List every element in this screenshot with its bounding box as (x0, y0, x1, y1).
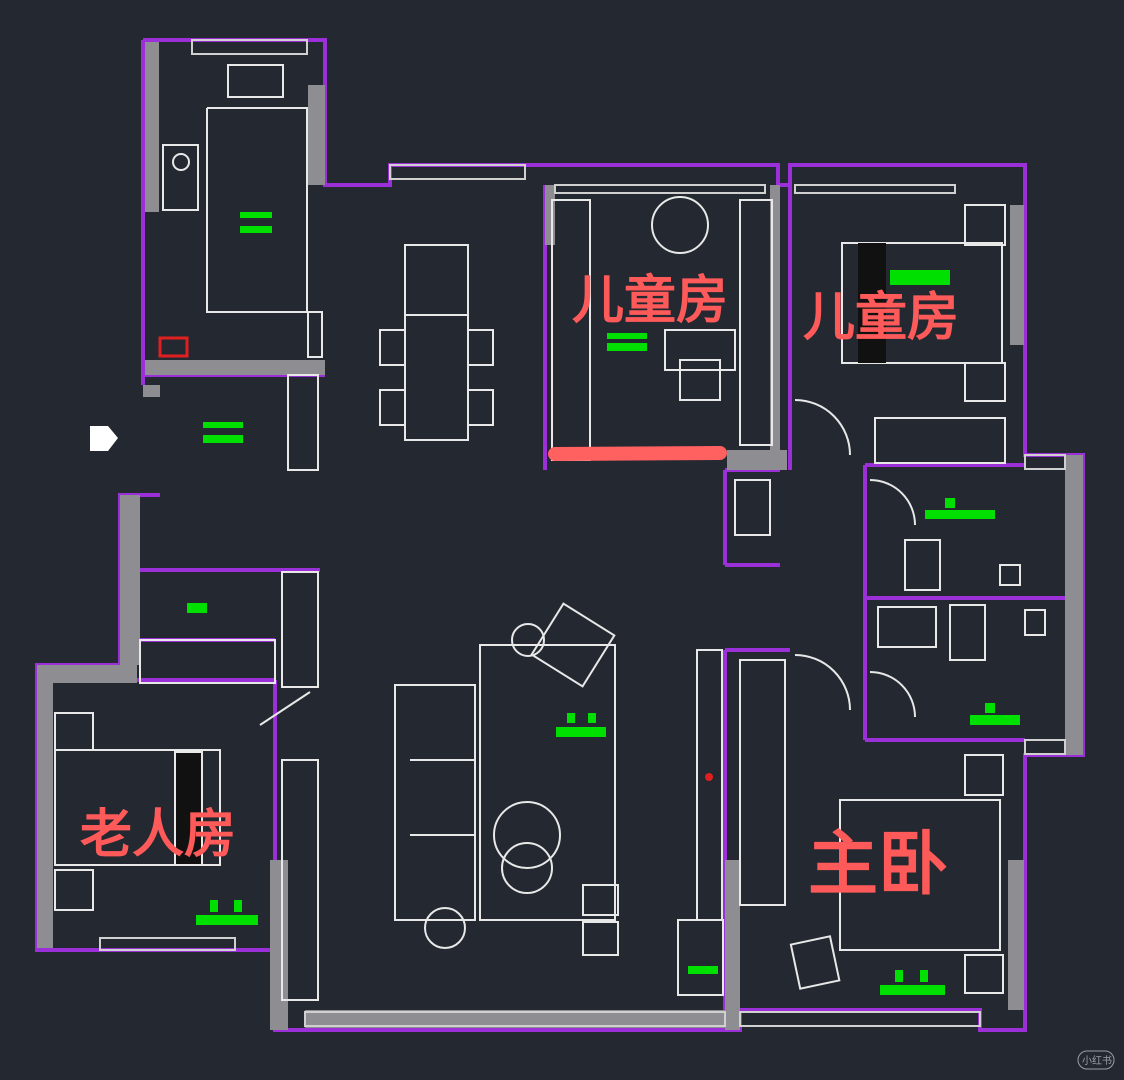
wall-fills (37, 42, 1083, 1030)
watermark-text: 小红书 (1082, 1054, 1112, 1067)
watermark-badge (1077, 1050, 1115, 1070)
room-tags (187, 212, 1020, 995)
red-marker (158, 336, 189, 358)
bed-headboard-kids2 (858, 243, 886, 363)
room-label-master: 主卧 (808, 823, 948, 905)
red-dot (705, 773, 713, 781)
entry-arrow-icon (90, 426, 118, 451)
highlight-stroke (548, 446, 727, 461)
room-label-kids-2: 儿童房 (803, 288, 959, 348)
windows (99, 39, 1066, 1027)
room-label-kids-1: 儿童房 (572, 271, 728, 331)
room-label-elder: 老人房 (80, 805, 236, 865)
fixtures (54, 64, 1046, 1001)
